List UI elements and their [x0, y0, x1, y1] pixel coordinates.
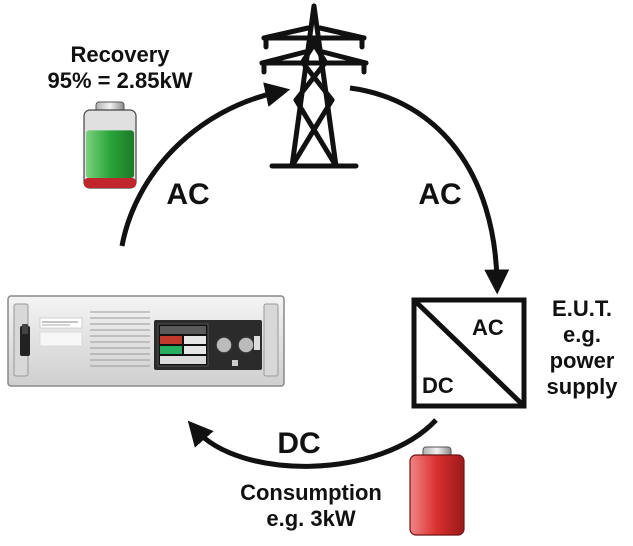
eut-line-1: E.U.T. — [552, 296, 612, 321]
eut-line-4: supply — [546, 374, 618, 399]
arrow-ac-right — [349, 85, 510, 295]
battery-green-fill — [86, 130, 134, 178]
label-ac-left: AC — [166, 178, 210, 211]
eut-line-2: e.g. — [563, 322, 601, 347]
consumption-value: e.g. 3kW — [266, 506, 356, 531]
power-supply-device — [7, 295, 285, 387]
device-knob-left — [215, 336, 233, 354]
battery-green-icon — [83, 101, 137, 189]
eut-label: E.U.T. e.g. power supply — [536, 296, 628, 400]
converter-ac-label: AC — [472, 315, 504, 340]
converter-dc-label: DC — [422, 373, 454, 398]
battery-red-icon — [409, 446, 465, 536]
power-tower-icon — [259, 3, 369, 169]
battery-red-fill — [412, 460, 462, 532]
label-ac-right: AC — [418, 178, 462, 211]
ac-dc-converter-icon: AC DC — [411, 297, 527, 409]
recovery-title: Recovery — [70, 42, 170, 67]
label-dc-lower: DC — [277, 427, 321, 460]
recovery-value: 95% = 2.85kW — [47, 68, 193, 93]
device-knob-right — [237, 336, 255, 354]
arrow-ac-left — [119, 82, 291, 247]
eut-line-3: power — [549, 348, 615, 373]
consumption-title: Consumption — [240, 480, 382, 505]
arrow-dc-lower — [187, 418, 438, 469]
